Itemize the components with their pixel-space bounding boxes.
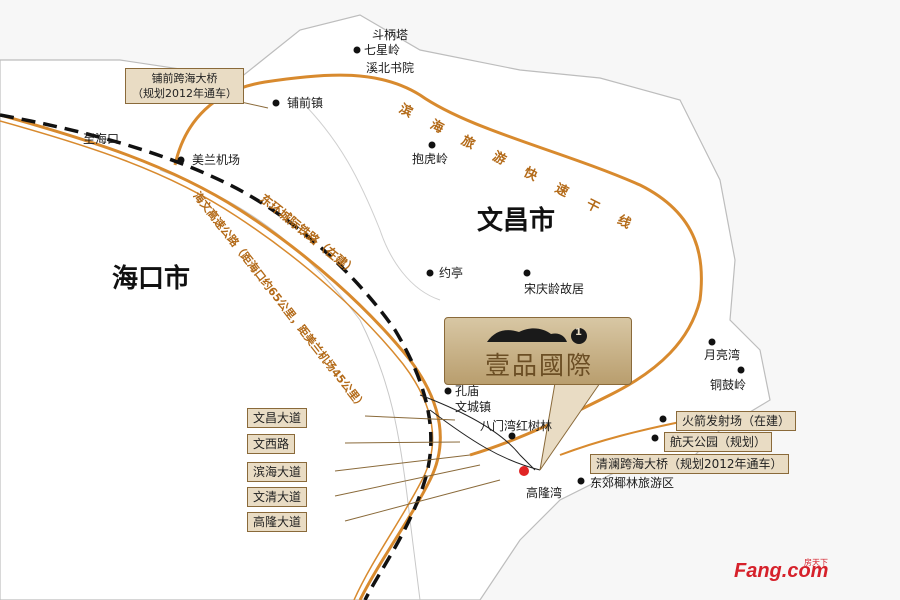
place-tongguling: 铜鼓岭 <box>710 378 747 392</box>
place-dongjiao: 东郊椰林旅游区 <box>590 476 675 490</box>
callout-hangtian-park: 航天公园（规划） <box>664 432 773 452</box>
leader-line <box>364 415 456 421</box>
coastal-road <box>559 419 691 456</box>
callout-puqian-bridge-line2: （规划2012年通车） <box>132 87 237 100</box>
road-gaolong-dadao: 高隆大道 <box>247 512 308 532</box>
road-binhai-dadao: 滨海大道 <box>247 462 308 482</box>
place-gaolongwan: 高隆湾 <box>526 486 563 500</box>
river-line <box>299 99 441 301</box>
logo-name: 壹品國際 <box>484 351 593 380</box>
place-xibeishuyuan: 溪北书院 <box>366 61 415 75</box>
local-road <box>419 394 536 471</box>
binhai-expressway-line <box>173 73 703 457</box>
place-meilanjichang: 美兰机场 <box>192 153 241 167</box>
city-wenchang: 文昌市 <box>477 206 556 236</box>
place-zhihaikou: 至海口 <box>83 132 120 146</box>
project-logo: 1 壹品國際 <box>444 317 632 385</box>
location-dots <box>177 46 745 485</box>
place-bamenwan: 八门湾红树林 <box>480 419 553 433</box>
leader-line <box>344 479 501 522</box>
leader-line <box>334 464 481 497</box>
callout-rocket: 火箭发射场（在建） <box>676 411 797 431</box>
road-wenchang-dadao: 文昌大道 <box>247 408 308 428</box>
callout-puqian-bridge: 铺前跨海大桥 （规划2012年通车） <box>125 68 244 104</box>
leader-line <box>334 454 471 472</box>
railway-line <box>0 113 433 600</box>
callout-qinglan-bridge: 清澜跨海大桥（规划2012年通车） <box>590 454 789 474</box>
place-qixingling: 七星岭 <box>364 43 401 57</box>
place-yueliangwan: 月亮湾 <box>704 348 741 362</box>
callout-puqian-bridge-line1: 铺前跨海大桥 <box>151 72 218 85</box>
place-doubingta: 斗柄塔 <box>372 28 409 42</box>
route-binhai-text: 滨海旅游快速干线 <box>396 101 653 243</box>
place-songqinglingguju: 宋庆龄故居 <box>524 282 585 296</box>
project-marker <box>519 466 529 476</box>
route-binhai-label: 滨海旅游快速干线 <box>395 88 695 268</box>
place-baohuling: 抱虎岭 <box>412 152 449 166</box>
logo-badge: 1 <box>575 327 582 338</box>
highway-line-inner <box>0 120 434 600</box>
leader-line <box>344 441 461 444</box>
lion-emblem-icon <box>487 328 587 344</box>
road-wenxi-lu: 文西路 <box>247 434 296 454</box>
place-kongmiao: 孔庙 <box>455 384 480 398</box>
place-wenchengzhen: 文城镇 <box>455 400 492 414</box>
road-wenqing-dadao: 文清大道 <box>247 487 308 507</box>
place-yueting: 约亭 <box>439 266 464 280</box>
place-puqianzhen: 铺前镇 <box>287 96 324 110</box>
watermark-brand: Fang.com <box>734 560 829 582</box>
city-haikou: 海口市 <box>112 264 191 294</box>
watermark-sub: 房天下 <box>804 558 828 567</box>
